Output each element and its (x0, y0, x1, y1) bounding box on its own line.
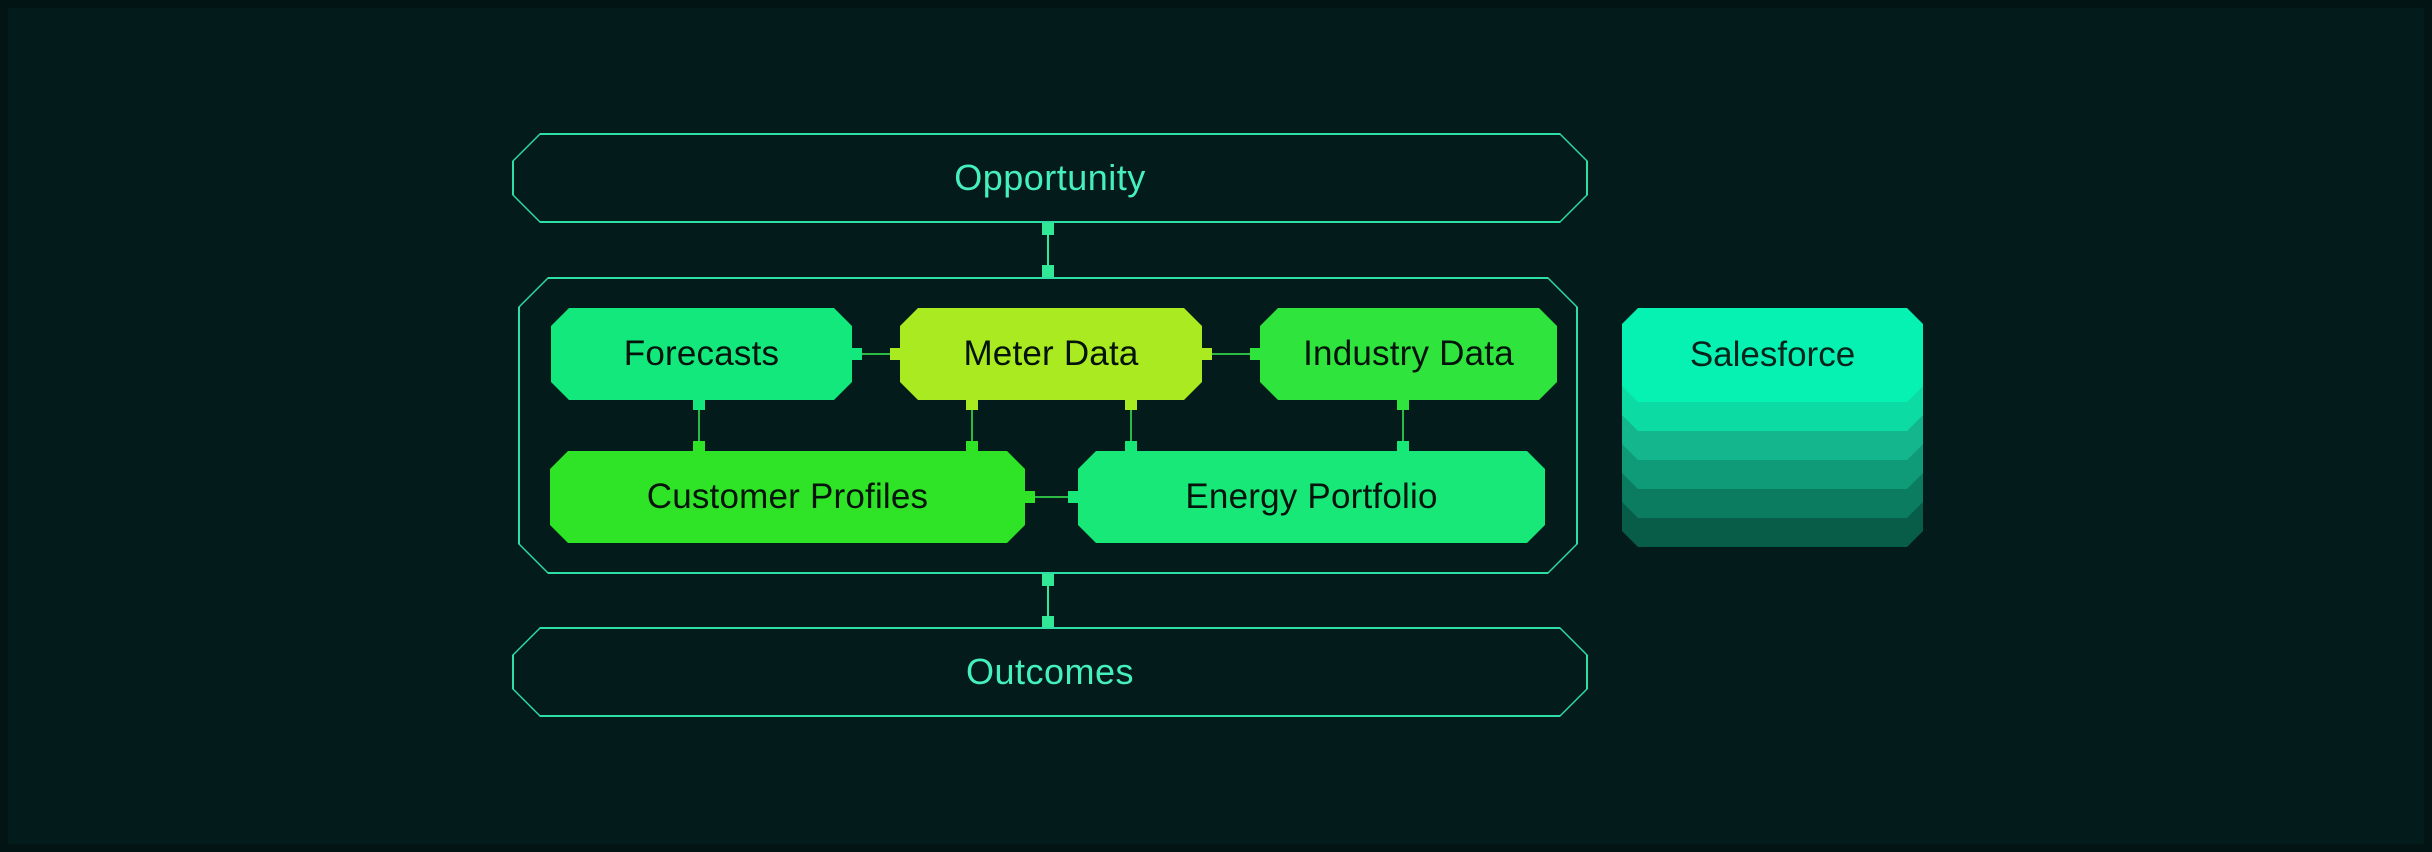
connector-customer-energy (1025, 496, 1078, 498)
connector-meter-industry (1202, 353, 1260, 355)
stub-customer-top-right (966, 441, 978, 451)
outcomes-box: Outcomes (512, 627, 1588, 717)
box-customer-profiles-label: Customer Profiles (646, 477, 929, 516)
connector-industry-energy (1402, 400, 1404, 451)
box-customer-profiles: Customer Profiles (550, 451, 1025, 543)
stub-energy-left (1068, 491, 1078, 503)
box-forecasts-label: Forecasts (623, 334, 780, 373)
box-energy-portfolio-label: Energy Portfolio (1185, 477, 1438, 516)
opportunity-box-fill (514, 135, 1586, 221)
connector-meter-customer (971, 400, 973, 451)
connector-forecasts-customer (698, 400, 700, 451)
box-energy-portfolio: Energy Portfolio (1078, 451, 1545, 543)
box-meter-data: Meter Data (900, 308, 1202, 400)
box-industry-data: Industry Data (1260, 308, 1557, 400)
stub-forecasts-right (852, 348, 862, 360)
outcomes-label: Outcomes (965, 651, 1135, 692)
stub-forecasts-bottom (693, 400, 705, 410)
connector-top-node-lower (1042, 265, 1054, 277)
stub-meter-bottom-left (966, 400, 978, 410)
stub-energy-top-left (1125, 441, 1137, 451)
connector-meter-energy (1130, 400, 1132, 451)
stub-customer-top-left (693, 441, 705, 451)
box-meter-data-label: Meter Data (963, 334, 1139, 373)
outcomes-box-fill (514, 629, 1586, 715)
stub-industry-left (1250, 348, 1260, 360)
box-forecasts: Forecasts (551, 308, 852, 400)
stub-customer-right (1025, 491, 1035, 503)
connector-bottom-line (1047, 579, 1049, 623)
stub-meter-bottom-right (1125, 400, 1137, 410)
connector-top-node-upper (1042, 223, 1054, 235)
stub-meter-left (890, 348, 900, 360)
connector-forecasts-meter (852, 353, 900, 355)
salesforce-label: Salesforce (1689, 335, 1856, 374)
stub-industry-bottom (1397, 400, 1409, 410)
connector-bottom-node-upper (1042, 574, 1054, 586)
opportunity-box: Opportunity (512, 133, 1588, 223)
stub-energy-top-right (1397, 441, 1409, 451)
salesforce-card: Salesforce (1622, 308, 1923, 402)
connector-top-line (1047, 228, 1049, 272)
box-industry-data-label: Industry Data (1303, 334, 1514, 373)
connector-bottom-node-lower (1042, 616, 1054, 628)
stub-meter-right (1202, 348, 1212, 360)
opportunity-label: Opportunity (954, 157, 1146, 198)
